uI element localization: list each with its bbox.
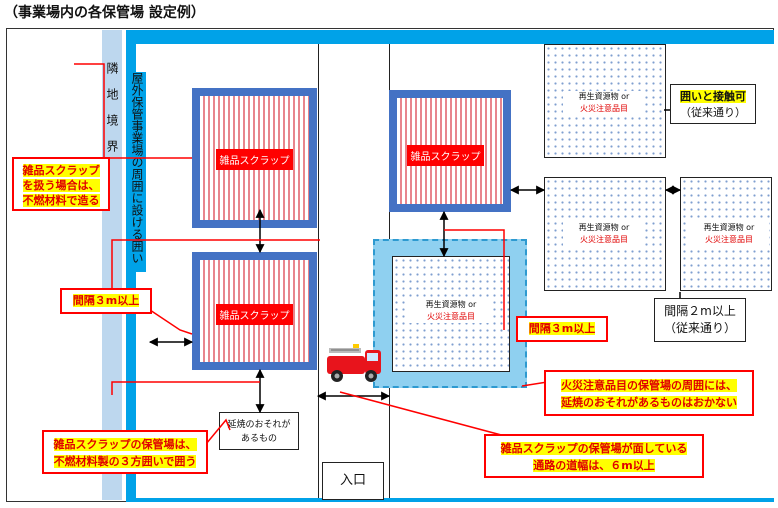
callout-gap-2m: 間隔２m以上 （従来通り） [654, 298, 746, 342]
scrap-yard-1: 雑品スクラップ [192, 88, 317, 228]
callout-fire-item-surroundings: 火災注意品目の保管場の周囲には、 延焼のおそれがあるものはおかない [544, 370, 754, 416]
callout-contact-allowed: 囲いと接触可 （従来通り） [670, 84, 756, 124]
callout-gap-3m-left: 間隔３m以上 [60, 288, 152, 314]
page-title: （事業場内の各保管場 設定例） [4, 5, 205, 21]
fire-truck-icon [327, 344, 381, 382]
callout-three-side-enclosure: 雑品スクラップの保管場は、 不燃材料製の３方囲いで囲う [42, 430, 208, 474]
callout-gap-3m-right: 間隔３m以上 [516, 316, 608, 342]
passage-left-edge [318, 44, 319, 498]
scrap-yard-label: 雑品スクラップ [216, 304, 293, 325]
adjacent-boundary-label: 隣地境界 [105, 62, 119, 166]
entrance-box: 入口 [322, 462, 384, 500]
scrap-yard-2: 雑品スクラップ [192, 252, 317, 370]
perimeter-enclosure-label: 屋外保管事業場の周囲に設ける囲い [129, 72, 146, 272]
scrap-yard-label: 雑品スクラップ [216, 149, 293, 170]
scrap-yard-label: 雑品スクラップ [407, 145, 484, 166]
callout-nonflammable-material: 雑品スクラップ を扱う場合は、 不燃材料で造る [12, 157, 110, 211]
callout-road-width: 雑品スクラップの保管場が面している 通路の道幅は、６m以上 [484, 434, 704, 478]
scrap-yard-3: 雑品スクラップ [389, 90, 511, 212]
